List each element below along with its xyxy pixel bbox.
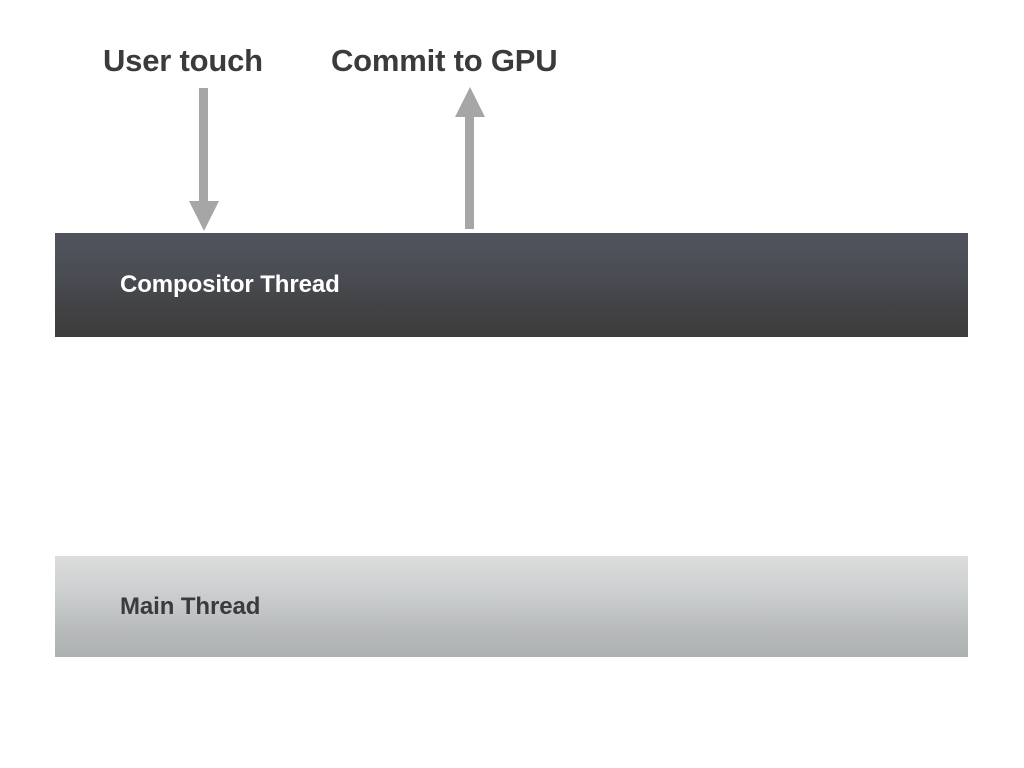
lane-compositor-thread: Compositor Thread <box>55 233 968 337</box>
arrow-down-icon <box>189 88 219 231</box>
lane-label-compositor-thread: Compositor Thread <box>120 271 340 298</box>
lane-label-main-thread: Main Thread <box>120 592 261 620</box>
arrow-up-icon <box>455 87 485 229</box>
callout-label-user-touch: User touch <box>103 43 263 78</box>
lane-main-thread: Main Thread <box>55 556 968 657</box>
callout-label-commit-to-gpu: Commit to GPU <box>331 43 558 78</box>
